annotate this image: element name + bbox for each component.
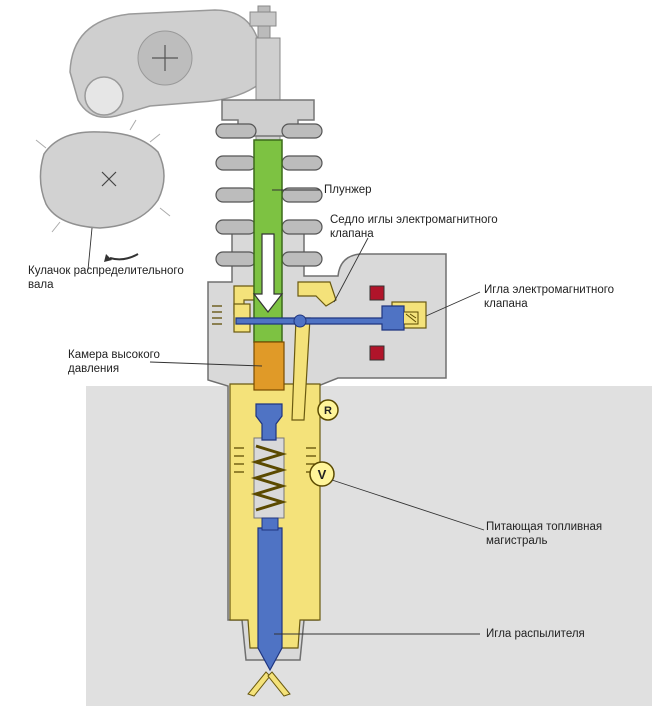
label-supply-line: Питающая топливная магистраль — [486, 521, 603, 547]
marker-v: V — [309, 461, 335, 487]
marker-r-text: R — [324, 405, 332, 417]
solenoid-needle — [235, 305, 405, 331]
solenoid-coils — [369, 285, 385, 361]
leader-lines — [87, 189, 485, 635]
engine-block — [86, 386, 652, 706]
needle-piston — [255, 403, 283, 441]
camshaft-cam — [35, 119, 171, 262]
label-solenoid-needle: Игла электромагнитного клапана — [484, 284, 615, 310]
plunger-direction-arrow — [252, 233, 284, 313]
label-plunger: Плунжер — [324, 184, 372, 196]
side-valves — [212, 305, 316, 473]
label-nozzle-needle: Игла распылителя — [486, 628, 585, 640]
label-needle-seat: Седло иглы электромагнитного клапана — [330, 214, 498, 240]
marker-r: R — [317, 399, 339, 421]
fuel-spray — [247, 671, 291, 697]
marker-v-text: V — [318, 467, 327, 482]
label-hp-chamber: Камера высокого давления — [68, 349, 160, 375]
label-camshaft-cam: Кулачок распределительного вала — [28, 265, 184, 291]
nozzle-needle — [257, 527, 283, 672]
nozzle-spring — [250, 437, 288, 519]
